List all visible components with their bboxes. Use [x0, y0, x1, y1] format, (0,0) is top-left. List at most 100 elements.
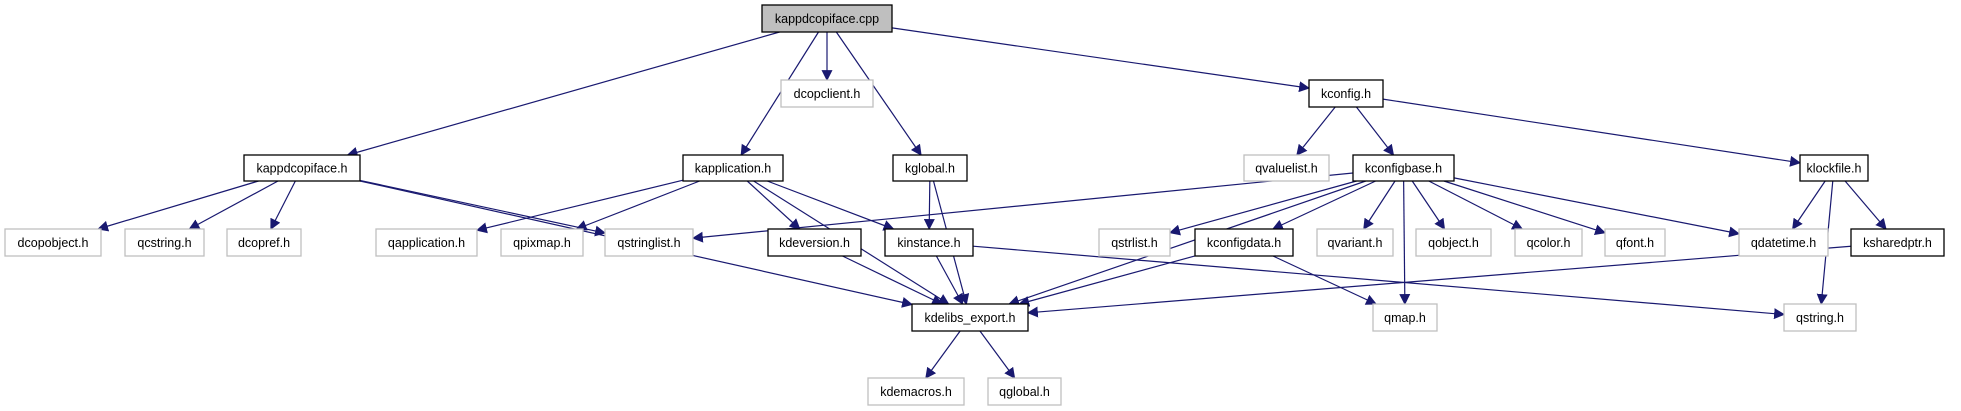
node-label: qvariant.h	[1328, 236, 1383, 250]
edge-arrow	[842, 255, 944, 305]
edge-arrow	[1008, 180, 1366, 306]
node-qcolor-h: qcolor.h	[1514, 228, 1583, 257]
node-label: kdeversion.h	[779, 236, 850, 250]
node-label: kdemacros.h	[880, 385, 952, 399]
node-kapplication-h[interactable]: kapplication.h	[682, 154, 784, 182]
edge-arrow	[979, 330, 1016, 379]
edge-kconfig_h-to-qvaluelist_h	[1296, 106, 1336, 156]
edge-kconfigbase_h-to-qcolor_h	[1428, 180, 1524, 230]
node-label: kapplication.h	[695, 162, 771, 176]
node-kinstance-h[interactable]: kinstance.h	[884, 228, 974, 257]
node-label: qfont.h	[1616, 236, 1654, 250]
node-box	[767, 228, 862, 257]
edge-arrow	[1355, 106, 1395, 156]
edge-arrow	[1453, 177, 1741, 238]
edge-arrow	[1168, 180, 1357, 236]
node-box	[124, 228, 205, 257]
node-box	[1738, 228, 1829, 257]
node-box	[1243, 154, 1330, 182]
node-kdelibs-export-h[interactable]: kdelibs_export.h	[911, 303, 1029, 332]
edge-arrow	[923, 180, 935, 231]
node-box	[682, 154, 784, 182]
node-kdemacros-h: kdemacros.h	[867, 377, 965, 406]
node-label: kglobal.h	[905, 162, 955, 176]
edge-klockfile_h-to-qdatetime_h	[1792, 180, 1826, 230]
edge-kapplication_h-to-kdeversion_h	[746, 180, 801, 230]
node-box	[1308, 79, 1384, 108]
node-box	[867, 377, 965, 406]
node-label: qmap.h	[1384, 311, 1426, 325]
edge-kconfigbase_h-to-qfont_h	[1443, 180, 1607, 236]
edge-kconfigbase_h-to-kconfigdata_h	[1271, 180, 1376, 230]
edge-kconfigdata_h-to-qmap_h	[1272, 255, 1378, 305]
edge-arrow	[1382, 98, 1802, 167]
edge-kapplication_h-to-qpixmap_h	[575, 180, 700, 231]
node-box	[604, 228, 694, 257]
edge-cpp-to-kappdcopiface_h	[346, 31, 780, 158]
edge-kconfigbase_h-to-qvariant_h	[1363, 180, 1396, 230]
node-kdeversion-h[interactable]: kdeversion.h	[767, 228, 862, 257]
edges-layer	[97, 27, 1887, 379]
node-label: qdatetime.h	[1751, 236, 1816, 250]
node-qvariant-h: qvariant.h	[1316, 228, 1394, 257]
node-kconfigbase-h[interactable]: kconfigbase.h	[1352, 154, 1455, 182]
node-dcopref-h: dcopref.h	[226, 228, 302, 257]
edge-kglobal_h-to-kinstance_h	[923, 180, 935, 231]
node-label: qstringlist.h	[617, 236, 680, 250]
node-box	[1194, 228, 1294, 257]
node-label: qvaluelist.h	[1255, 162, 1318, 176]
node-box	[892, 154, 968, 182]
edge-arrow	[1272, 255, 1378, 305]
edge-arrow	[1428, 180, 1524, 230]
edge-kappdcopiface_h-to-dcopref_h	[270, 180, 296, 230]
edge-kappdcopiface_h-to-qcstring_h	[188, 180, 279, 230]
edge-arrow	[740, 31, 820, 156]
edge-kconfigbase_h-to-kdelibs_export_h	[1008, 180, 1366, 306]
edge-arrow	[188, 180, 279, 230]
node-box	[911, 303, 1029, 332]
node-kconfigdata-h[interactable]: kconfigdata.h	[1194, 228, 1294, 257]
node-cpp[interactable]: kappdcopiface.cpp	[761, 4, 893, 33]
edge-klockfile_h-to-ksharedptr_h	[1844, 180, 1887, 230]
edge-kapplication_h-to-kinstance_h	[766, 180, 895, 231]
edge-kdelibs_export_h-to-qglobal_h	[979, 330, 1016, 379]
node-label: qcolor.h	[1527, 236, 1571, 250]
edge-arrow	[935, 255, 964, 305]
node-box	[4, 228, 102, 257]
node-ksharedptr-h[interactable]: ksharedptr.h	[1850, 228, 1945, 257]
node-box	[780, 79, 874, 108]
edge-arrow	[1363, 180, 1396, 230]
node-kglobal-h[interactable]: kglobal.h	[892, 154, 968, 182]
edge-kinstance_h-to-kdelibs_export_h	[935, 255, 964, 305]
edge-kconfigbase_h-to-qmap_h	[1399, 180, 1411, 306]
edge-arrow	[1296, 106, 1336, 156]
edge-arrow	[1026, 245, 1852, 318]
edge-arrow	[1844, 180, 1887, 230]
edge-arrow	[1411, 180, 1446, 230]
node-dcopclient-h: dcopclient.h	[780, 79, 874, 108]
node-kconfig-h[interactable]: kconfig.h	[1308, 79, 1384, 108]
edge-kdelibs_export_h-to-kdemacros_h	[925, 330, 961, 379]
edge-kappdcopiface_h-to-dcopobject_h	[97, 180, 259, 232]
nodes-layer: kappdcopiface.cpp kappdcopiface.h dcopclie…	[4, 4, 1945, 406]
node-kappdcopiface-h[interactable]: kappdcopiface.h	[243, 154, 361, 182]
node-box	[226, 228, 302, 257]
edge-arrow	[766, 180, 895, 231]
edge-arrow	[925, 330, 961, 379]
node-box	[1604, 228, 1666, 257]
node-qglobal-h: qglobal.h	[987, 377, 1062, 406]
node-box	[375, 228, 478, 257]
node-klockfile-h[interactable]: klockfile.h	[1799, 154, 1869, 182]
edge-kconfigbase_h-to-qstrlist_h	[1168, 180, 1357, 236]
node-label: qcstring.h	[137, 236, 191, 250]
node-label: dcopclient.h	[794, 87, 861, 101]
node-qstringlist-h: qstringlist.h	[604, 228, 694, 257]
edge-kconfigbase_h-to-qstringlist_h	[691, 172, 1354, 243]
node-label: qstring.h	[1796, 311, 1844, 325]
node-label: kdelibs_export.h	[924, 311, 1015, 325]
edge-arrow	[346, 31, 780, 158]
node-label: dcopobject.h	[18, 236, 89, 250]
node-label: ksharedptr.h	[1863, 236, 1932, 250]
node-label: kconfig.h	[1321, 87, 1371, 101]
